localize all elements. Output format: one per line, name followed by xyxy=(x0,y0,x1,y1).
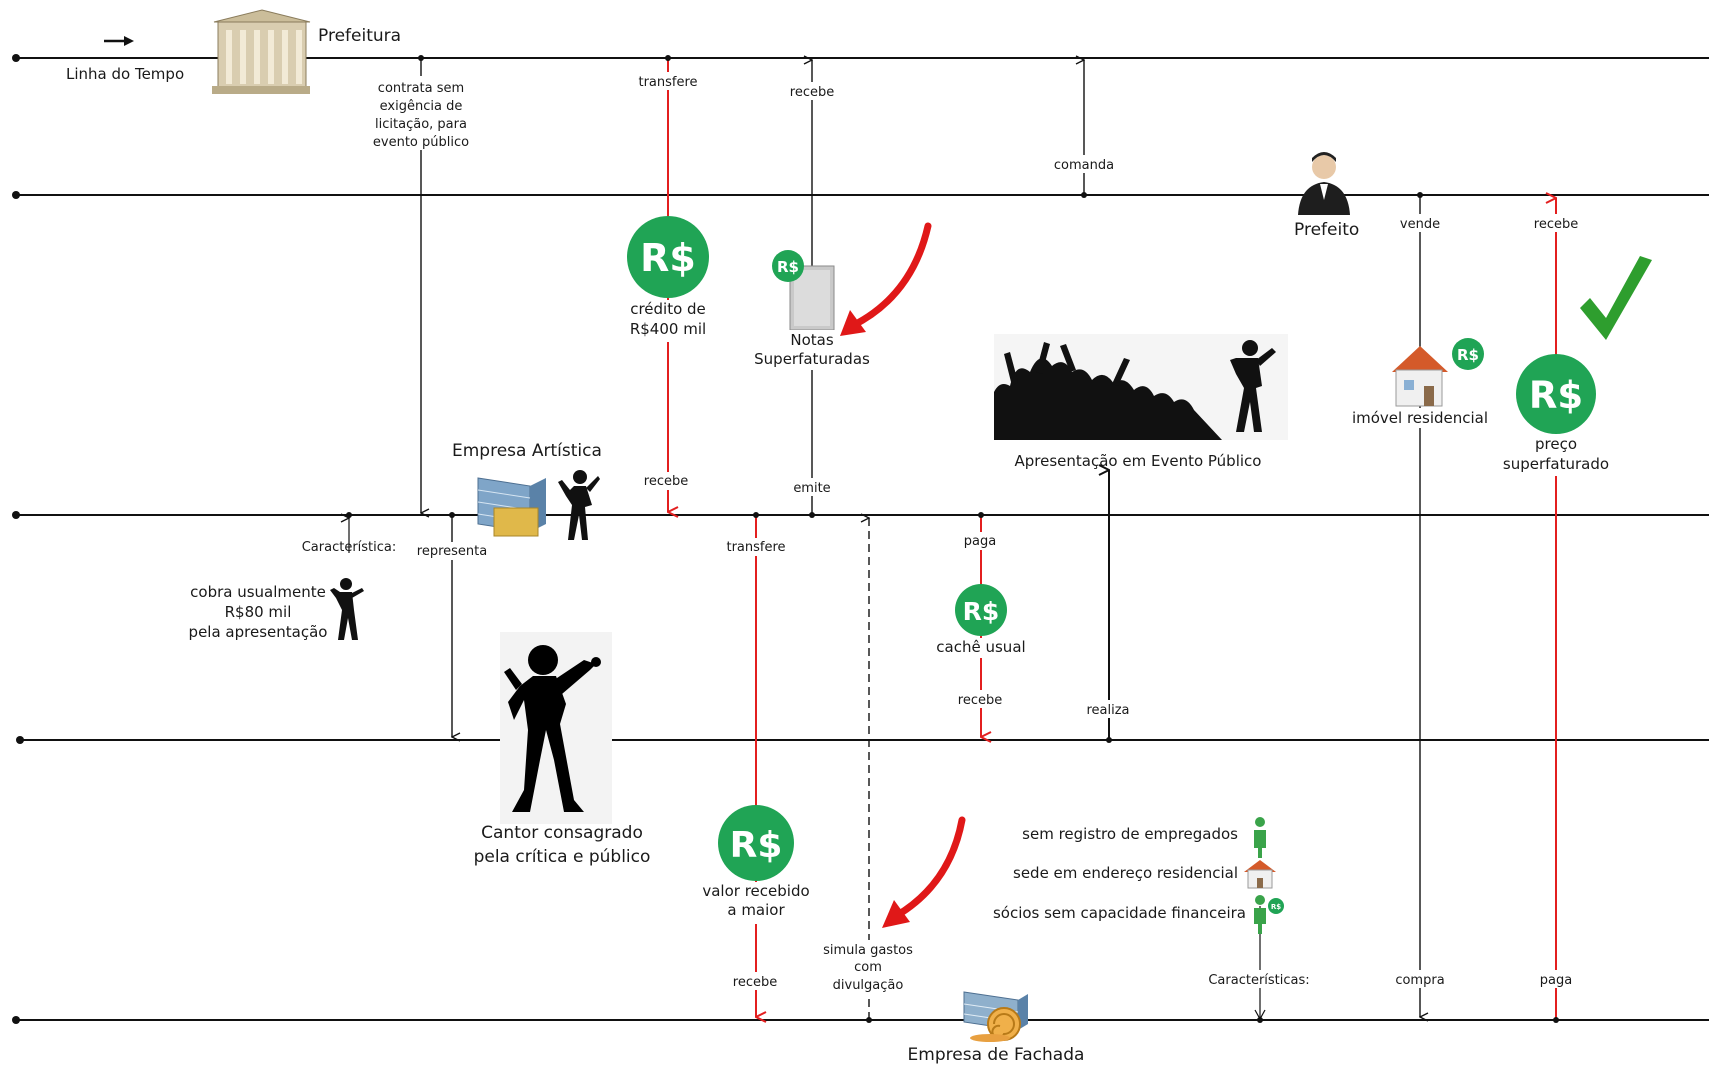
simula-label-3: divulgação xyxy=(833,978,904,993)
svg-text:R$: R$ xyxy=(640,236,696,280)
timeline-label: Linha do Tempo xyxy=(66,65,184,83)
contrata-label-1: contrata sem xyxy=(378,81,464,96)
singer-small-icon xyxy=(558,470,600,540)
recebe-label-preco: recebe xyxy=(1534,217,1578,232)
credito-label-1: crédito de xyxy=(630,300,706,318)
recebe-label-credito: recebe xyxy=(644,474,688,489)
timeline-arrow-icon xyxy=(104,36,134,46)
cache-label: cachê usual xyxy=(936,638,1025,656)
small-house-icon xyxy=(1244,860,1276,889)
highlight-arrow-simula-icon xyxy=(892,816,966,920)
mayor-icon xyxy=(1298,152,1350,215)
transfere-label-top: transfere xyxy=(638,75,697,90)
valor-label-1: valor recebido xyxy=(702,882,809,900)
house-icon: R$ xyxy=(1392,338,1484,407)
cantor-label-2: pela crítica e público xyxy=(474,847,651,867)
recebe-label-notas: recebe xyxy=(790,85,834,100)
empresa-fachada-label: Empresa de Fachada xyxy=(908,1045,1085,1065)
checkmark-icon xyxy=(1580,256,1652,340)
simula-label-1: simula gastos xyxy=(823,943,913,958)
prefeitura-label: Prefeitura xyxy=(318,26,401,46)
singer-silhouette-icon xyxy=(500,632,612,824)
preco-label-1: preço xyxy=(1535,435,1577,453)
realiza-label: realiza xyxy=(1086,703,1129,718)
representa-label: representa xyxy=(417,544,487,559)
imovel-label: imóvel residencial xyxy=(1352,409,1488,427)
money-icon-cache: R$ xyxy=(955,584,1007,636)
simula-label-2: com xyxy=(854,960,882,975)
city-hall-icon xyxy=(212,9,311,94)
company-building-icon xyxy=(477,477,546,537)
shell-company-icon xyxy=(963,991,1028,1042)
transfere-label-bottom: transfere xyxy=(726,540,785,555)
contrata-label-4: evento público xyxy=(373,135,469,150)
svg-text:R$: R$ xyxy=(1529,374,1583,417)
credito-label-2: R$400 mil xyxy=(630,320,706,338)
caracteristicas-label: Características: xyxy=(1208,973,1309,988)
cobra-label-3: pela apresentação xyxy=(189,623,328,641)
compra-label: compra xyxy=(1395,973,1444,988)
money-icon-preco: R$ xyxy=(1516,354,1596,434)
svg-text:R$: R$ xyxy=(1271,903,1281,911)
svg-text:R$: R$ xyxy=(730,825,783,866)
caracteristica-label: Característica: xyxy=(302,540,397,555)
recebe-label-cache: recebe xyxy=(958,693,1002,708)
svg-text:R$: R$ xyxy=(963,597,1000,626)
contrata-label-2: exigência de xyxy=(380,99,463,114)
preco-label-2: superfaturado xyxy=(1503,455,1609,473)
cobra-label-1: cobra usualmente xyxy=(190,583,326,601)
recebe-label-valor: recebe xyxy=(733,975,777,990)
notas-label-2: Superfaturadas xyxy=(754,350,870,368)
cantor-label-1: Cantor consagrado xyxy=(481,823,643,843)
trait-no-employees: sem registro de empregados xyxy=(1022,825,1238,843)
money-icon-valor: R$ xyxy=(718,805,794,881)
crowd-concert-icon xyxy=(994,334,1288,440)
evento-label: Apresentação em Evento Público xyxy=(1015,452,1262,470)
empresa-artistica-label: Empresa Artística xyxy=(452,441,602,461)
cobra-label-2: R$80 mil xyxy=(225,603,292,621)
valor-label-2: a maior xyxy=(727,901,785,919)
lifelines xyxy=(12,54,1709,1024)
highlight-arrow-notas-icon xyxy=(848,222,932,330)
money-icon-credito: R$ xyxy=(627,216,709,298)
svg-text:R$: R$ xyxy=(1457,346,1479,364)
trait-partners: sócios sem capacidade financeira xyxy=(993,904,1246,922)
emite-label: emite xyxy=(793,481,830,496)
prefeito-label: Prefeito xyxy=(1294,220,1359,240)
paga-label-cache: paga xyxy=(964,534,996,549)
svg-text:R$: R$ xyxy=(777,258,799,276)
notas-label-1: Notas xyxy=(790,331,833,349)
vende-label: vende xyxy=(1400,217,1440,232)
invoice-icon: R$ xyxy=(772,250,835,331)
contrata-label-3: licitação, para xyxy=(375,117,467,132)
paga-label-preco: paga xyxy=(1540,973,1572,988)
singer-tiny-icon xyxy=(330,578,364,640)
comanda-label: comanda xyxy=(1054,158,1114,173)
employee-icon xyxy=(1254,817,1266,858)
partner-money-icon: R$ xyxy=(1254,895,1284,934)
trait-residential: sede em endereço residencial xyxy=(1013,864,1238,882)
